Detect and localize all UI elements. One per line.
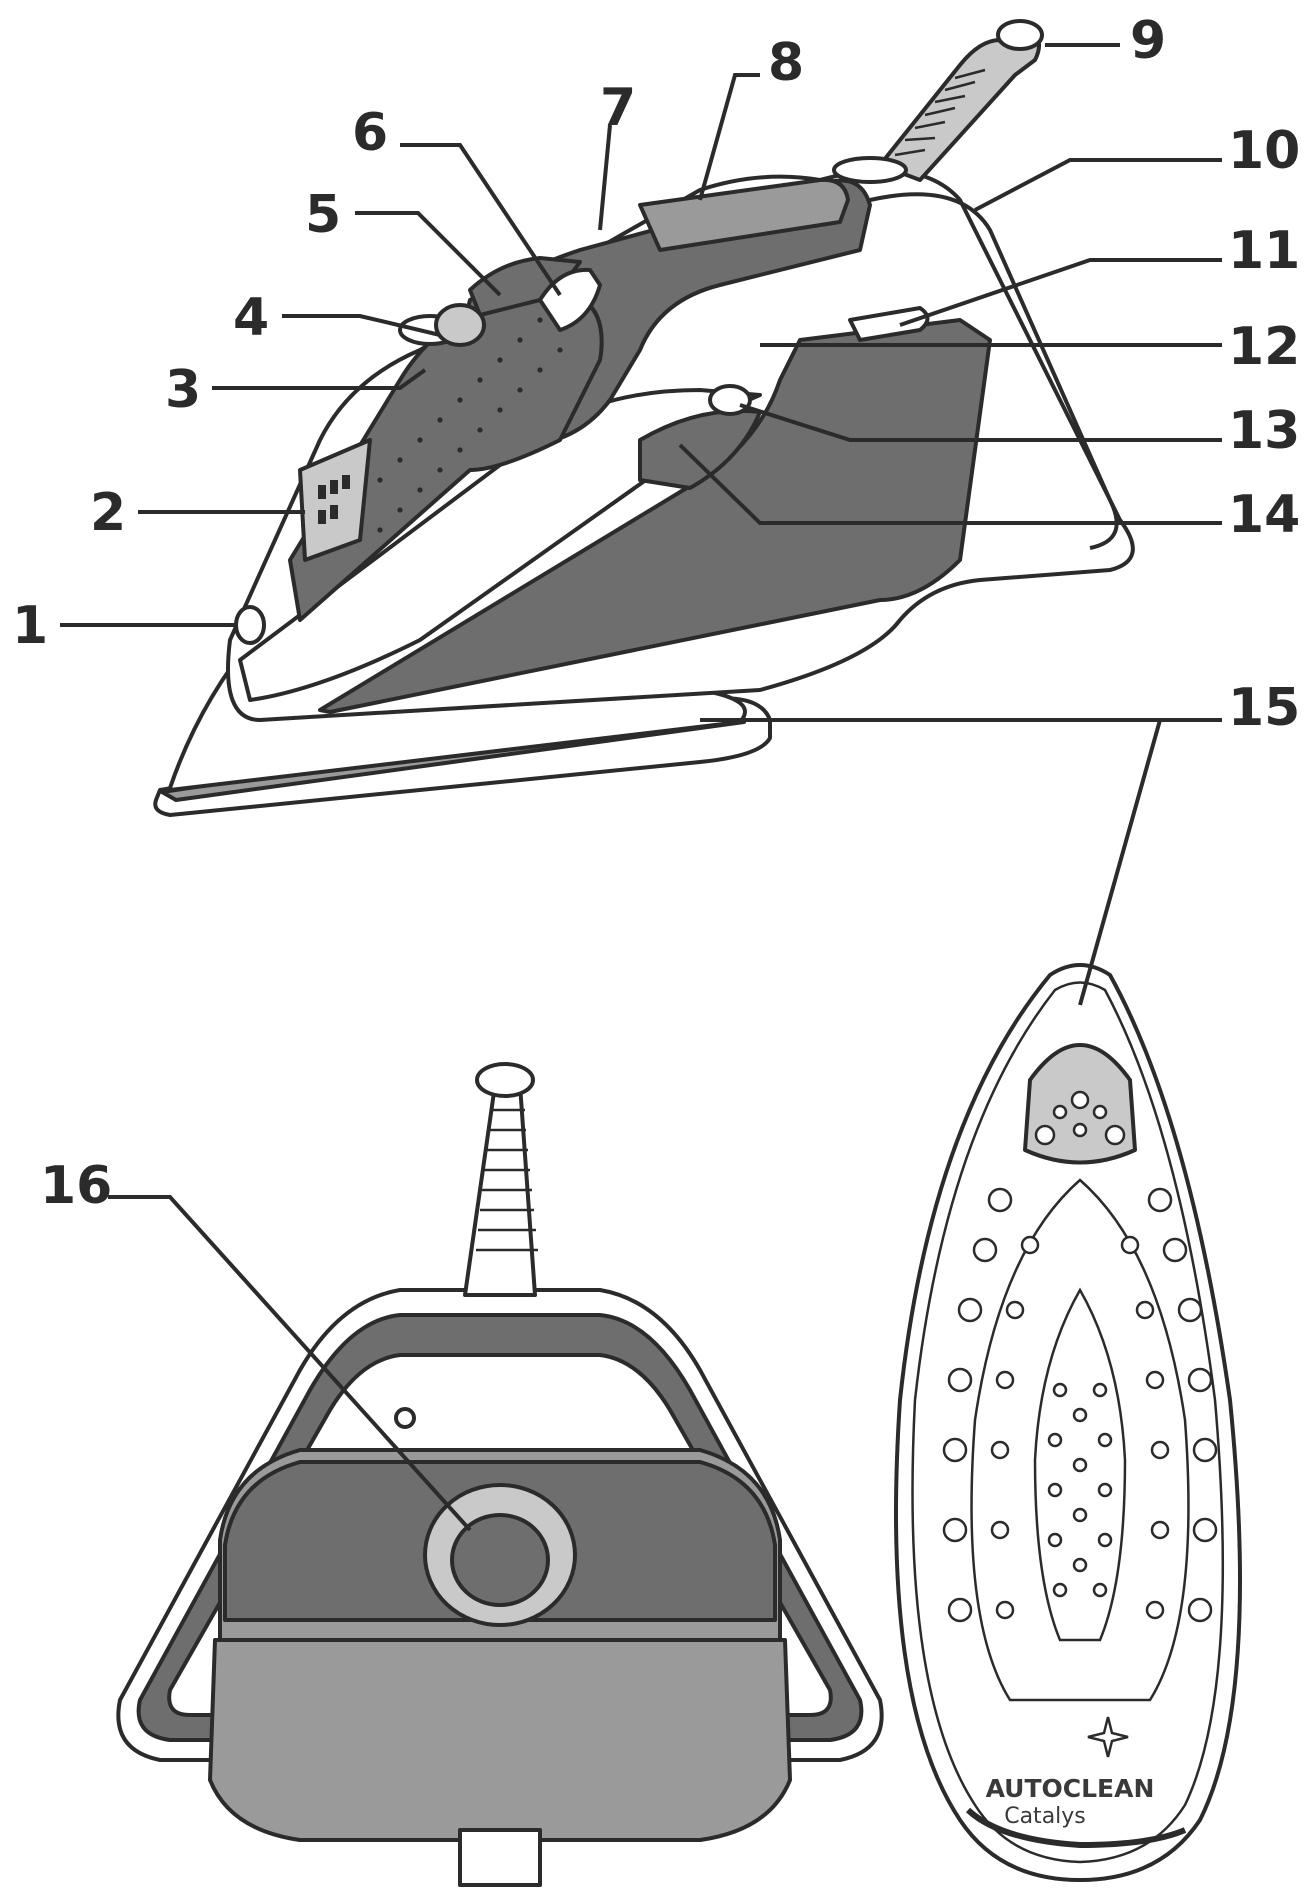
- leader-6: [400, 143, 562, 297]
- iron-side-view: [153, 19, 1135, 817]
- callout-12: 12: [1228, 317, 1300, 377]
- leader-5: [355, 211, 502, 297]
- light-button: [708, 384, 752, 416]
- callout-4: 4: [233, 288, 269, 348]
- front-nozzle: [234, 605, 266, 645]
- lcd-segments: [318, 475, 350, 524]
- leader-4: [282, 314, 441, 337]
- soleplate-inner-outline: [911, 981, 1225, 1864]
- rear-base-band: [208, 1638, 792, 1842]
- leader-7: [598, 124, 612, 231]
- callout-11: 11: [1228, 221, 1300, 281]
- callout-15: 15: [1228, 678, 1300, 738]
- callout-13: 13: [1228, 401, 1300, 461]
- leader-16: [108, 1195, 472, 1532]
- brand-line1: AUTOCLEAN: [986, 1774, 1155, 1803]
- soleplate-center-ridge: [1033, 1287, 1127, 1642]
- iron-rear-view: [116, 1062, 884, 1887]
- leader-8: [698, 73, 760, 201]
- callout-2: 2: [90, 483, 126, 543]
- callout-6: 6: [352, 103, 388, 163]
- leader-3: [212, 368, 427, 390]
- leader-10: [974, 158, 1222, 212]
- leader-13: [739, 403, 1222, 442]
- callout-3: 3: [165, 360, 201, 420]
- leader-lines: [60, 43, 1222, 1532]
- rear-cord-end: [475, 1062, 535, 1098]
- lcd-display: [298, 438, 372, 562]
- steam-holes: [942, 1090, 1218, 1623]
- cord-base: [832, 156, 908, 184]
- water-filler-opening: [450, 1513, 550, 1607]
- logo-swoosh: [965, 1807, 1187, 1849]
- leader-11: [899, 258, 1222, 327]
- leader-14: [678, 443, 1222, 525]
- leader-15: [700, 718, 1222, 1006]
- control-dial: [434, 303, 486, 347]
- handle-grip: [638, 177, 850, 252]
- rear-cord-grooves: [476, 1108, 538, 1252]
- autoclean-logo: AUTOCLEAN Catalys: [965, 1716, 1187, 1849]
- callout-10: 10: [1228, 121, 1300, 181]
- cord-guard-grooves: [894, 68, 986, 157]
- callout-1: 1: [12, 596, 48, 656]
- callout-5: 5: [305, 185, 341, 245]
- callout-16: 16: [40, 1156, 112, 1216]
- logo-sparkle-icon: [1087, 1716, 1129, 1758]
- rear-screw: [394, 1407, 416, 1429]
- cord-end: [996, 19, 1044, 51]
- callout-14: 14: [1228, 485, 1300, 545]
- callout-8: 8: [768, 33, 804, 93]
- soleplate-outer-ridge: [970, 1178, 1190, 1702]
- rear-plug: [458, 1828, 542, 1887]
- anti-calc-button: [848, 306, 930, 342]
- rear-heel-loop: [869, 192, 1119, 550]
- cord-guard: [878, 28, 1041, 182]
- callout-numbers: 1 2 3 4 5 6 7 8 9 10 11 12 13 14 15 16: [12, 11, 1300, 1216]
- callout-7: 7: [600, 78, 636, 138]
- brand-line2: Catalys: [1004, 1804, 1086, 1829]
- soleplate-bottom-view: AUTOCLEAN Catalys: [894, 963, 1242, 1882]
- callout-9: 9: [1130, 11, 1166, 71]
